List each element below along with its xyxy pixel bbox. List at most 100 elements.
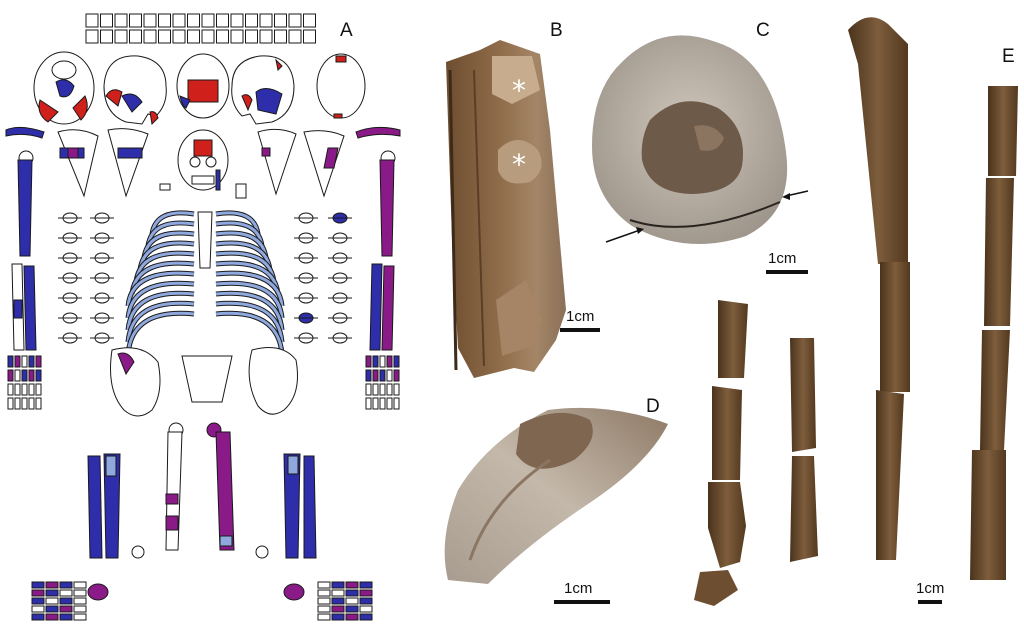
- vertebrae: [58, 212, 352, 344]
- hand-bone: [35, 383, 42, 396]
- panel-label-c: C: [756, 20, 770, 41]
- foot-bone: [59, 597, 73, 605]
- panel-label-e: E: [1002, 46, 1015, 67]
- hand-bone: [21, 369, 28, 382]
- foot-bone: [73, 613, 87, 621]
- foot-bone: [331, 597, 345, 605]
- panel-b-bone-fragment: [446, 40, 566, 378]
- hand-bone: [379, 397, 386, 410]
- tooth-cell: [288, 29, 302, 44]
- hand-left: [7, 355, 42, 410]
- long-bone-fragments-middle: [694, 300, 818, 606]
- foot-bone: [317, 597, 331, 605]
- panel-e-long-bones: [848, 17, 1018, 580]
- scale-label-d: 1cm: [564, 580, 593, 597]
- hand-bone: [28, 383, 35, 396]
- hand-bone: [7, 397, 14, 410]
- hand-bone: [28, 369, 35, 382]
- panel-c-stone-fragment: [592, 35, 809, 245]
- hand-bone: [386, 369, 393, 382]
- tooth-cell: [100, 13, 113, 28]
- hand-bone: [393, 397, 400, 410]
- tooth-cell: [143, 13, 157, 28]
- hand-bone: [386, 383, 393, 396]
- scale-bar-b: [560, 328, 600, 332]
- foot-bone: [359, 597, 373, 605]
- scale-label-c: 1cm: [768, 250, 797, 267]
- tooth-cell: [259, 13, 273, 28]
- hand-bone: [393, 383, 400, 396]
- hand-bone: [379, 355, 386, 368]
- rib-left-fill: [126, 271, 195, 307]
- tooth-cell: [216, 29, 229, 44]
- foot-bone: [31, 605, 45, 613]
- skull-anterior-view: [176, 53, 230, 119]
- foot-bone: [59, 581, 73, 589]
- tooth-cell: [245, 29, 258, 44]
- hand-bone: [7, 355, 14, 368]
- foot-bone: [73, 581, 87, 589]
- foot-bone: [331, 589, 345, 597]
- foot-bone: [73, 589, 87, 597]
- foot-bone: [345, 613, 359, 621]
- foot-bone: [59, 613, 73, 621]
- foot-bone: [73, 597, 87, 605]
- tooth-cell: [114, 13, 128, 28]
- hand-bone: [386, 397, 393, 410]
- hand-bone: [14, 369, 21, 382]
- forearm-right: [369, 263, 395, 351]
- scale-bar-c: [766, 270, 808, 274]
- panel-label-a: A: [340, 20, 353, 41]
- hand-bone: [365, 369, 372, 382]
- rib-right-fill: [215, 301, 284, 343]
- tooth-cell: [129, 13, 142, 28]
- hyoid: [159, 183, 171, 191]
- foot-bone: [45, 597, 59, 605]
- tooth-cell: [274, 29, 287, 44]
- clavicle-left: [5, 126, 45, 139]
- rib-right-fill: [215, 311, 284, 355]
- rib-left-fill: [126, 301, 195, 343]
- tooth-cell: [230, 29, 244, 44]
- skull-inferior-view: [33, 51, 95, 125]
- femur-left: [165, 422, 184, 551]
- humerus-right: [379, 150, 396, 257]
- tooth-cell: [143, 29, 157, 44]
- rib-left-fill: [126, 311, 195, 355]
- hand-bone: [35, 369, 42, 382]
- scapulae: [57, 128, 345, 198]
- tooth-cell: [114, 29, 128, 44]
- foot-bone: [317, 605, 331, 613]
- foot-bone: [345, 589, 359, 597]
- hand-bone: [7, 369, 14, 382]
- arrow-right-head: [782, 193, 790, 200]
- leg-left: [87, 453, 121, 559]
- foot-bone: [31, 581, 45, 589]
- tooth-cell: [245, 13, 258, 28]
- arrow-left-head: [636, 227, 644, 234]
- hand-bone: [372, 369, 379, 382]
- clavicle-right: [355, 126, 401, 139]
- foot-bone: [73, 605, 87, 613]
- hand-bone: [28, 397, 35, 410]
- scale-bar-e: [918, 600, 942, 604]
- rib-right-fill: [215, 281, 284, 319]
- arrow-left-line: [605, 229, 641, 243]
- foot-bone: [59, 589, 73, 597]
- tooth-cell: [201, 29, 215, 44]
- femur-right: [206, 422, 235, 551]
- hand-bone: [372, 397, 379, 410]
- foot-bone: [317, 589, 331, 597]
- tooth-cell: [85, 29, 99, 44]
- hand-bone: [14, 355, 21, 368]
- calcaneus: [283, 583, 305, 601]
- panel-a-skeleton-diagram: [5, 13, 401, 621]
- rib-right-fill: [215, 291, 284, 331]
- scale-label-b: 1cm: [566, 308, 595, 325]
- hand-bone: [35, 397, 42, 410]
- skull-superior-view: [316, 53, 366, 119]
- foot-bone: [31, 597, 45, 605]
- tooth-cell: [85, 13, 99, 28]
- foot-bone: [331, 605, 345, 613]
